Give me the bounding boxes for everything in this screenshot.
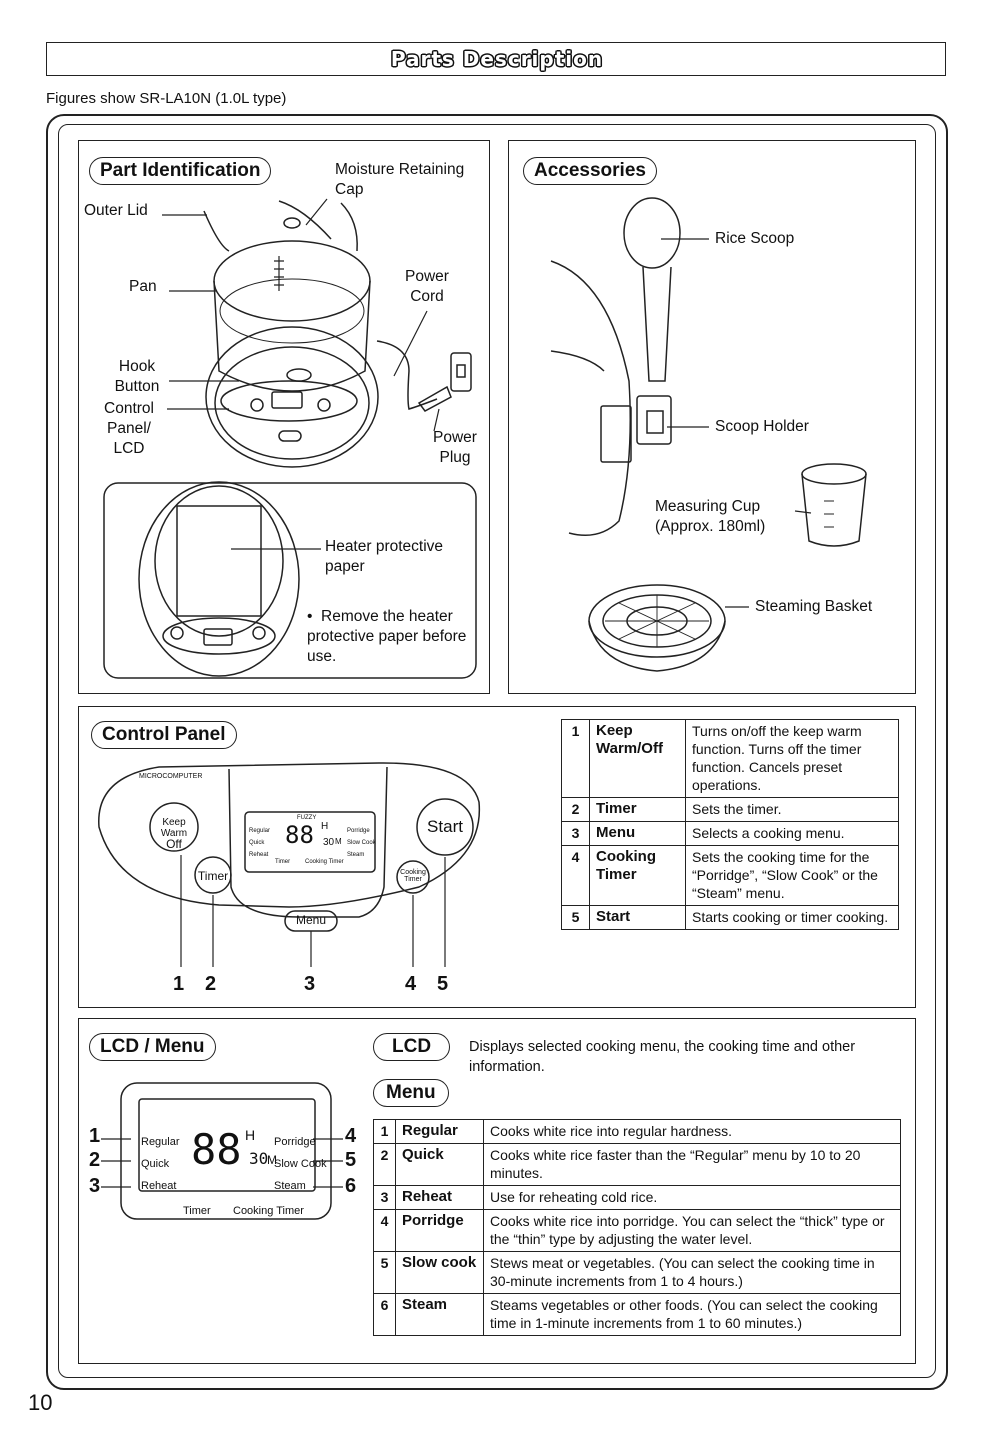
panel-keep-warm: Keep Warm [160,817,188,839]
model-note: Figures show SR-LA10N (1.0L type) [46,90,287,107]
label-pan: Pan [129,278,157,295]
callout-3: 3 [304,973,316,995]
label-power-cord: Power Cord [405,268,449,305]
control-panel-illustration [98,762,481,967]
remove-paper-note: •Remove the heater protective paper befo… [307,608,467,665]
part-identification-heading: Part Identification [89,157,272,185]
bullet-icon: • [307,608,313,625]
lcd-callout-3: 3 [89,1175,101,1197]
label-heater-paper: Heater protective paper [325,538,444,575]
lcd-callout-6: 6 [345,1175,357,1197]
label-power-plug: Power Plug [433,429,477,466]
label-control-panel-lcd: Control Panel/ LCD [104,400,154,457]
label-measuring-cup-capacity: (Approx. 180ml) [655,518,766,535]
panel-menu: Menu [295,913,327,927]
label-outer-lid: Outer Lid [84,202,148,219]
label-moisture-cap: Moisture Retaining Cap [335,161,465,198]
lcd-callout-1: 1 [89,1125,101,1147]
label-scoop-holder: Scoop Holder [715,418,809,435]
rice-cooker-illustration [103,198,477,679]
lcd-digits: 88 [191,1125,242,1174]
panel-start: Start [427,817,463,836]
title-bar: Parts Description [46,42,946,76]
lcd-digits2: 30 [249,1149,269,1168]
lcd-m: M [267,1153,277,1167]
accessories-illustration [550,197,867,672]
lcd-h: H [245,1127,256,1143]
label-hook-button: Hook Button [114,358,160,395]
page-title: Parts Description [390,47,604,71]
lcd-callout-4: 4 [345,1125,357,1147]
panel-fuzzy: FUZZY [297,815,317,821]
label-measuring-cup: Measuring Cup [655,498,761,515]
callout-1: 1 [173,973,185,995]
lcd-timer-label: Timer [183,1205,211,1217]
lcd-callout-2: 2 [89,1149,101,1171]
panel-lcd-m: M [335,837,342,846]
panel-lcd-digits2: 30 [323,837,335,848]
callout-2: 2 [205,973,217,995]
panel-off: Off [166,837,182,851]
accessories-panel: Accessories Rice Scoop Scoop Holder Meas… [508,140,916,694]
menu-label: Menu [373,1079,449,1107]
callout-5: 5 [437,973,449,995]
page-number: 10 [28,1390,53,1415]
part-identification-panel: Part Identification Outer Lid Moisture R… [78,140,490,694]
label-rice-scoop: Rice Scoop [715,230,795,247]
panel-brand: MICROCOMPUTER [139,773,203,780]
accessories-heading: Accessories [523,157,657,185]
panel-lcd-digits: 88 [285,821,314,849]
label-steaming-basket: Steaming Basket [755,598,873,615]
panel-lcd-timer: Timer [275,859,291,865]
outer-frame [46,114,948,1390]
lcd-label: LCD [373,1033,451,1061]
panel-lcd-h: H [321,821,329,832]
lcd-description: Displays selected cooking menu, the cook… [469,1039,856,1075]
lcd-callout-5: 5 [345,1149,357,1171]
control-panel-heading: Control Panel [91,721,237,749]
control-panel-section: Control Panel MICROCOMPUTER FUZZY Keep W… [78,706,916,1008]
lcd-menu-heading: LCD / Menu [89,1033,216,1061]
inner-frame [58,124,936,1378]
lcd-cooking-timer-label: Cooking Timer [233,1205,304,1217]
panel-lcd-cooking-timer: Cooking Timer [305,859,344,865]
panel-timer: Timer [197,869,229,883]
lcd-illustration [101,1082,343,1220]
callout-4: 4 [405,973,417,995]
